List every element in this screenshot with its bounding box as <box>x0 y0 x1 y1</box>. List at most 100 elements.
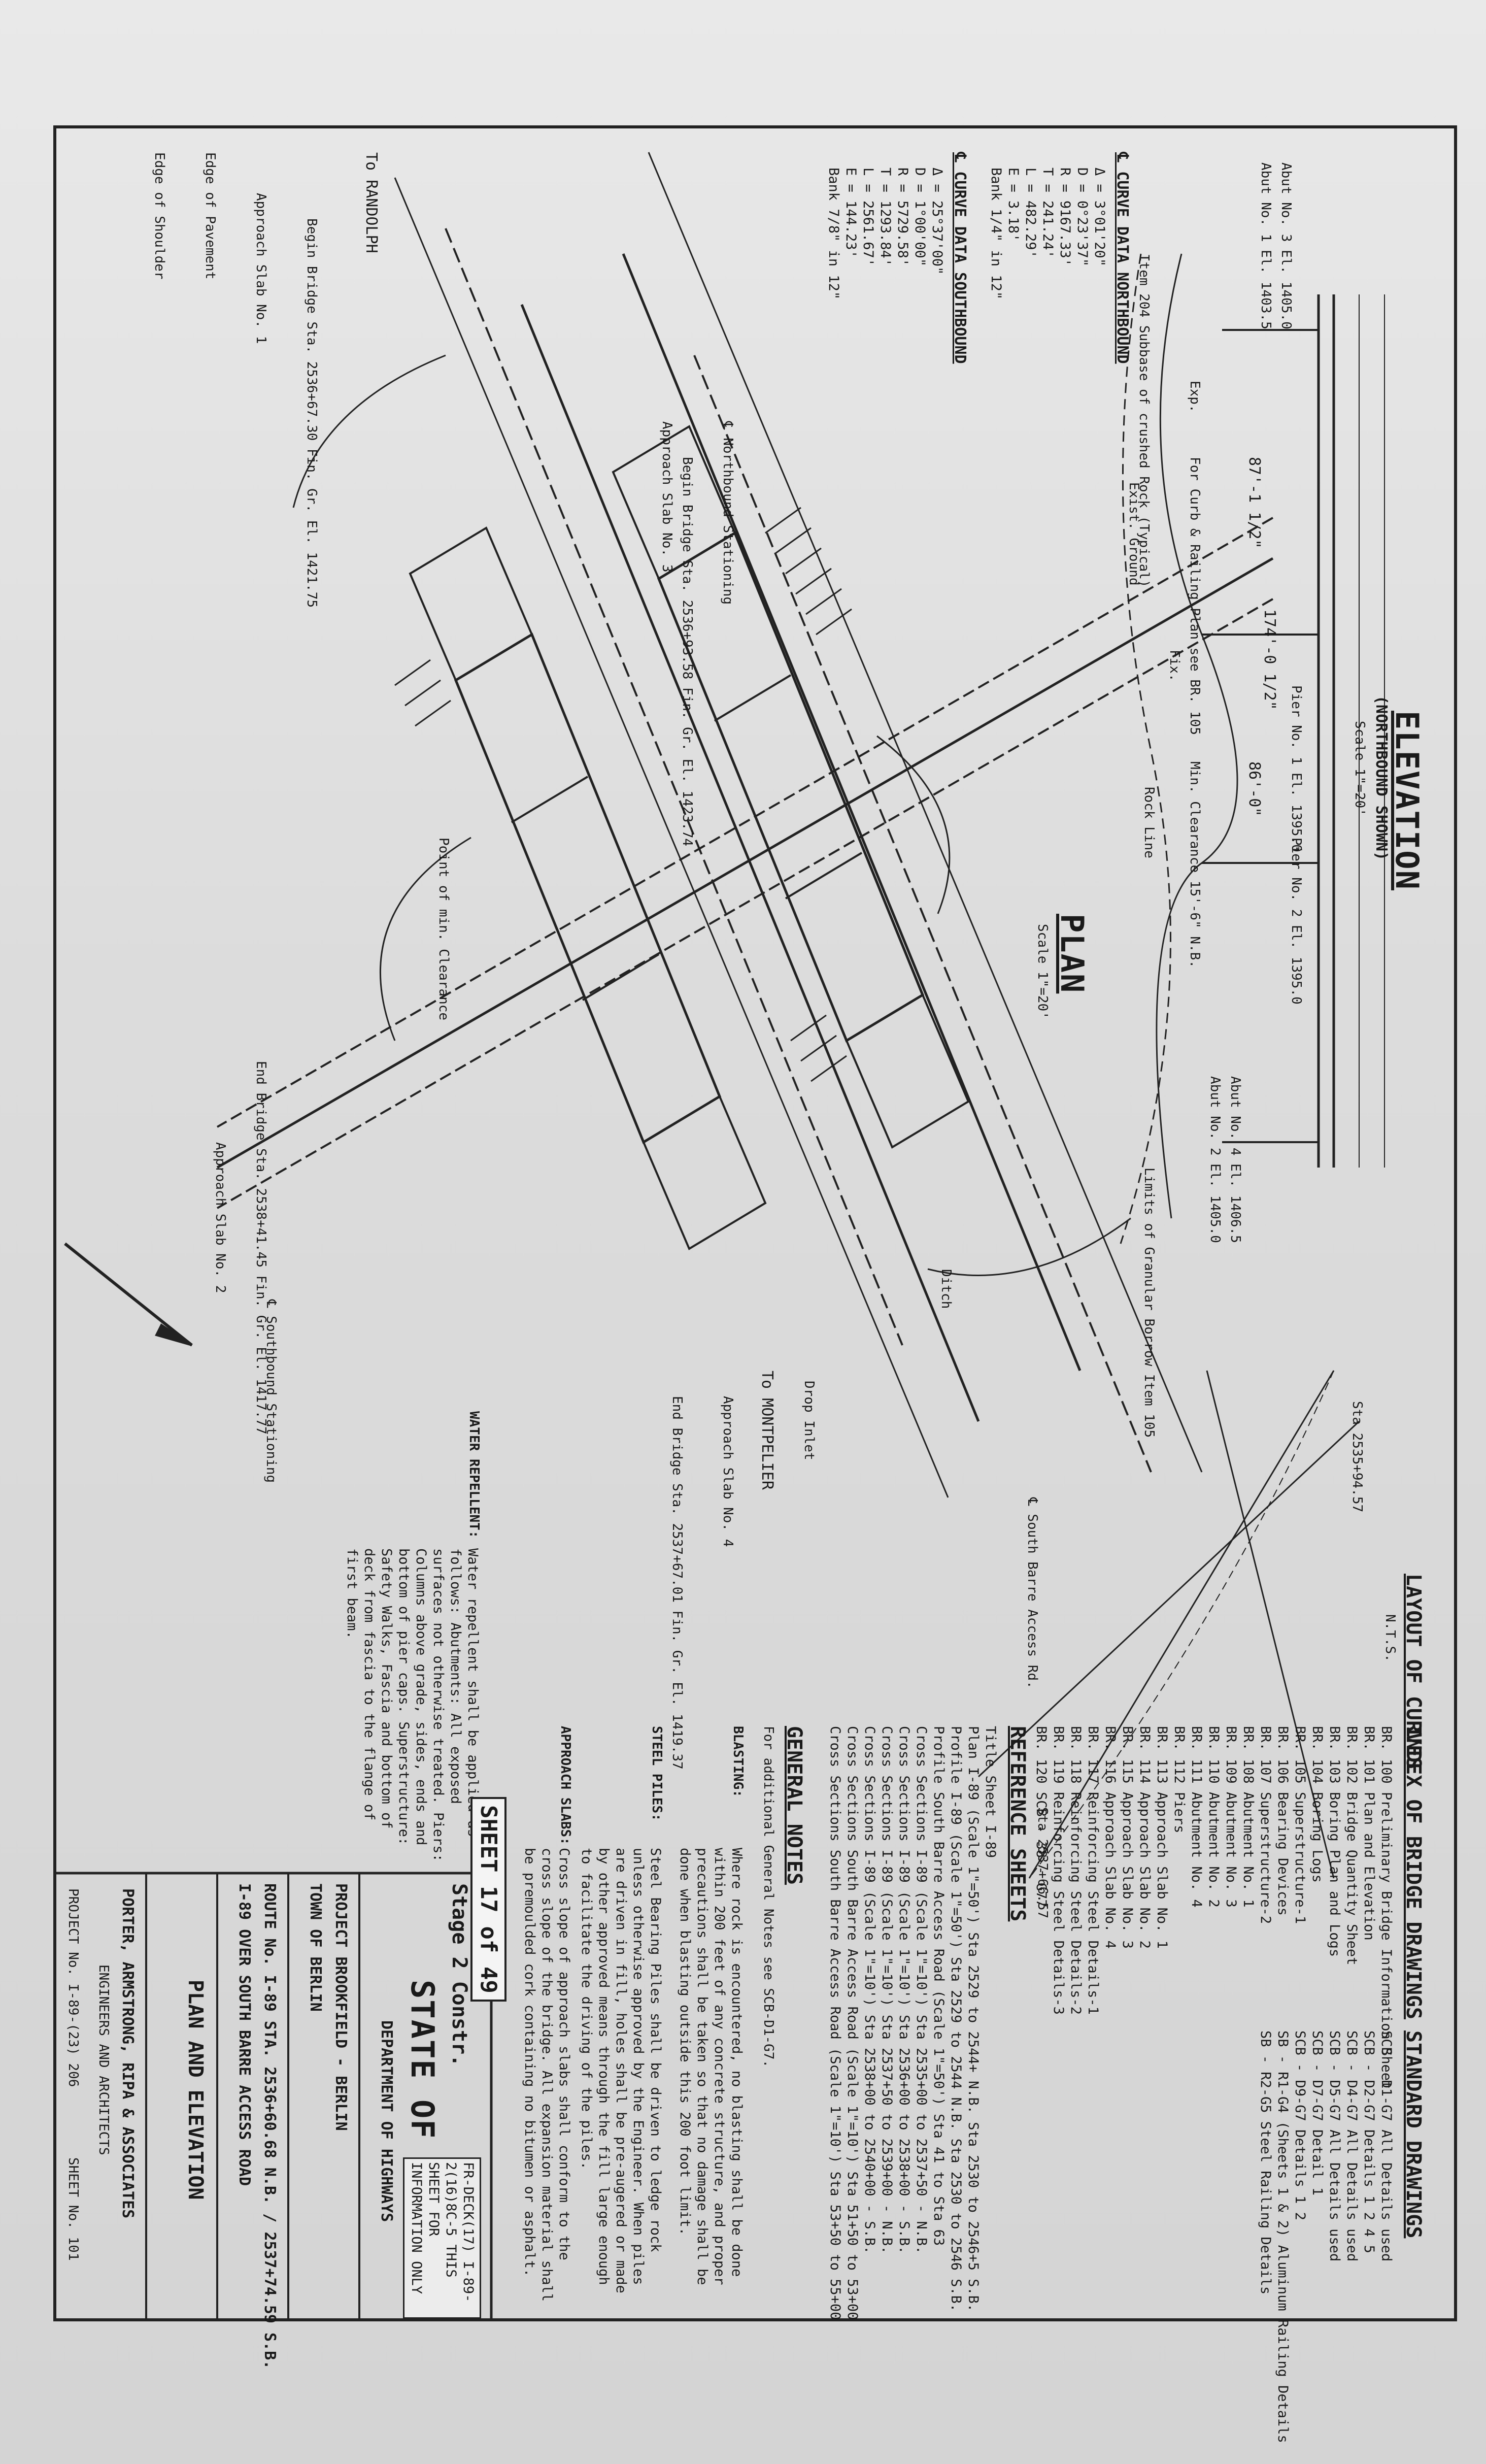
fix-label: Fix. <box>1167 650 1182 682</box>
project-number: PROJECT No. I-89-(23) 206 <box>65 1888 81 2087</box>
curve-nb-line: Δ = 3°01'20" <box>1092 168 1107 267</box>
reference-item: Plan I-89 (Scale 1"=50') Sta 2529 to 254… <box>965 1726 981 2312</box>
sheet-name: PLAN AND ELEVATION <box>184 1980 207 2200</box>
curb-note: For Curb & Railing Plan see BR. 105 <box>1187 457 1202 735</box>
stage-label: Stage 2 Constr. <box>448 1883 471 2067</box>
approach-slab-3-label: Approach Slab No. 3 <box>659 421 674 573</box>
reference-list: Title Sheet I-89 Plan I-89 (Scale 1"=50'… <box>826 1726 999 2320</box>
begin-bridge-sb: Begin Bridge Sta. 2536+67.30 Fin. Gr. El… <box>304 218 319 608</box>
info-only-box: FR-DECK(17) I-89-2(16)8C-5 THIS SHEET FO… <box>403 2157 481 2319</box>
pier-no2-label: Pier No. 2 El. 1395.0 <box>1289 838 1304 1005</box>
approach-slab-1-label: Approach Slab No. 1 <box>253 193 268 344</box>
sheet-number: SHEET No. 101 <box>65 2157 81 2261</box>
curve-sb-title: ℄ CURVE DATA SOUTHBOUND <box>951 152 969 364</box>
approach-slab-2-label: Approach Slab No. 2 <box>213 1142 228 1293</box>
abut-no2-label: Abut No. 2 El. 1405.0 <box>1207 1076 1223 1243</box>
department-name: DEPARTMENT OF HIGHWAYS <box>378 2020 395 2222</box>
note-text: Cross slope of approach slabs shall conf… <box>522 1848 572 2302</box>
standard-item: SCB - D2-G7 Details 1 2 4 5 <box>1361 2030 1377 2253</box>
firm-subtitle: ENGINEERS AND ARCHITECTS <box>96 1964 111 2155</box>
note-text: Water repellent shall be applied as foll… <box>344 1548 481 1862</box>
index-item: BR. 108 Abutment No. 1 <box>1240 1726 1256 1908</box>
layout-curves-title: LAYOUT OF CURVES <box>1402 1574 1425 1770</box>
granular-borrow-label: Limits of Granular Borrow Item 105 <box>1141 1168 1157 1438</box>
reference-title: REFERENCE SHEETS <box>1006 1726 1029 1922</box>
general-notes-intro: For additional General Notes see SCB-D1-… <box>761 1726 776 2068</box>
index-item: BR. 116 Approach Slab No. 4 <box>1102 1726 1118 1949</box>
edge-pavement-label: Edge of Pavement <box>202 152 218 280</box>
project-name: PROJECT BROOKFIELD - BERLIN <box>332 1883 350 2131</box>
curve-sb-line: L = 2561.67' <box>860 168 876 267</box>
note-label: APPROACH SLABS: <box>558 1726 573 1845</box>
curve-sb-line: Bank 7/8" in 12" <box>826 168 841 300</box>
end-bridge-nb: End Bridge Sta. 2537+67.01 Fin. Gr. El. … <box>669 1396 685 1770</box>
elevation-scale: Scale 1"=20' <box>1352 721 1367 816</box>
curve-sb-list: Δ = 25°37'00" D = 1°00'00" R = 5729.58' … <box>825 168 945 299</box>
reference-item: Profile South Barre Access Road (Scale 1… <box>931 1726 947 2246</box>
nb-stationing-label: ℄ Northbound Stationing <box>720 421 735 605</box>
route-label: ROUTE No. I-89 STA. 2536+60.68 N.B. / 25… <box>261 1883 279 2370</box>
standard-item: SCB - D7-G7 Detail 1 <box>1309 2030 1325 2196</box>
index-item: BR. 114 Approach Slab No. 2 <box>1137 1726 1153 1949</box>
drop-inlet-label: Drop Inlet <box>801 1381 817 1460</box>
standard-item: SCB - D1-G7 All Details used <box>1378 2030 1394 2262</box>
index-title: INDEX OF BRIDGE DRAWINGS <box>1402 1726 1425 2019</box>
standard-title: STANDARD DRAWINGS <box>1402 2030 1425 2239</box>
sta-northbound: Sta 2535+94.57 <box>1349 1401 1365 1513</box>
elevation-title: ELEVATION <box>1389 711 1426 890</box>
index-item: BR. 111 Abutment No. 4 <box>1189 1726 1204 1908</box>
note-text: Where rock is encountered, no blasting s… <box>677 1848 745 2285</box>
edge-shoulder-label: Edge of Shoulder <box>152 152 167 280</box>
index-item: BR. 112 Piers <box>1171 1726 1187 1834</box>
span-length-2: 86'-0" <box>1245 761 1263 817</box>
reference-item: Cross Sections I-89 (Scale 1"=10') Sta 2… <box>879 1726 895 2254</box>
reference-item: Profile I-89 (Scale 1"=50') Sta 2529 to … <box>948 1726 964 2312</box>
standard-item: SB - R1-G4 (Sheets 1 & 2) Aluminum Raili… <box>1275 2030 1291 2443</box>
index-item: BR. 117 Reinforcing Steel Details-1 <box>1085 1726 1101 2015</box>
rock-line-label: Rock Line <box>1141 787 1157 858</box>
index-item: BR. 113 Approach Slab No. 1 <box>1154 1726 1170 1949</box>
reference-item: Cross Sections South Barre Access Road (… <box>827 1726 843 2320</box>
index-item: BR. 110 Abutment No. 2 <box>1206 1726 1222 1908</box>
note-text: Steel Bearing Piles shall be driven to l… <box>579 1848 663 2293</box>
standard-item: SCB - D5-G7 All Details used <box>1327 2030 1342 2262</box>
note-label: STEEL PILES: <box>649 1726 664 1821</box>
abut-no1-label: Abut No. 1 El. 1403.5 <box>1258 162 1273 329</box>
plan-scale: Scale 1"=20' <box>1035 924 1050 1019</box>
pier-no1-label: Pier No. 1 El. 1395.0 <box>1289 685 1304 852</box>
curve-nb-line: E = 3.18' <box>1005 168 1021 242</box>
exp-label: Exp. <box>1187 381 1202 413</box>
point-min-clearance: Point of min. Clearance <box>436 838 451 1021</box>
begin-bridge-nb: Begin Bridge Sta. 2536+93.58 Fin. Gr. El… <box>680 457 695 847</box>
index-item: BR. 115 Approach Slab No. 3 <box>1120 1726 1135 1949</box>
reference-item: Cross Sections I-89 (Scale 1"=10') Sta 2… <box>896 1726 912 2254</box>
note-label: BLASTING: <box>730 1726 746 1797</box>
curve-nb-line: Bank 1/4" in 12" <box>988 168 1004 300</box>
standard-list: SCB - D1-G7 All Details used SCB - D2-G7… <box>1257 2030 1395 2443</box>
curve-nb-list: Δ = 3°01'20" D = 0°23'37" R = 9167.33' T… <box>987 168 1108 299</box>
reference-item: Cross Sections I-89 (Scale 1"=10') Sta 2… <box>914 1726 929 2254</box>
layout-curves-scale: N.T.S. <box>1382 1614 1398 1662</box>
curve-sb-line: D = 1°00'00" <box>912 168 928 267</box>
firm-name: PORTER, ARMSTRONG, RIPA & ASSOCIATES <box>119 1888 137 2219</box>
curve-sb-line: R = 5729.58' <box>895 168 910 267</box>
reference-item: Title Sheet I-89 <box>983 1726 998 1858</box>
standard-item: SB - R2-G5 Steel Railing Details <box>1258 2030 1273 2295</box>
curve-nb-title: ℄ CURVE DATA NORTHBOUND <box>1113 152 1131 364</box>
general-notes-title: GENERAL NOTES <box>783 1726 806 1885</box>
sheet-label: SHEET 17 of 49 <box>470 1797 506 2002</box>
curve-nb-line: R = 9167.33' <box>1057 168 1073 267</box>
overall-length: 174'-0 1/2" <box>1261 609 1278 710</box>
south-barre-label: ℄ South Barre Access Rd. <box>1025 1497 1040 1689</box>
curve-nb-line: D = 0°23'37" <box>1074 168 1090 267</box>
item-204-label: Item 204 Subbase of crushed Rock (Typica… <box>1136 254 1152 588</box>
curve-sb-line: E = 144.23' <box>843 168 859 258</box>
curve-sb-line: Δ = 25°37'00" <box>929 168 945 275</box>
reference-item: Cross Sections South Barre Access Road (… <box>845 1726 860 2320</box>
standard-item: SCB - D9-G7 Details 1 2 <box>1292 2030 1308 2220</box>
curve-nb-line: L = 482.29' <box>1023 168 1038 258</box>
index-item: BR. 109 Abutment No. 3 <box>1223 1726 1239 1908</box>
reference-item: Cross Sections I-89 (Scale 1"=10') Sta 2… <box>862 1726 877 2254</box>
